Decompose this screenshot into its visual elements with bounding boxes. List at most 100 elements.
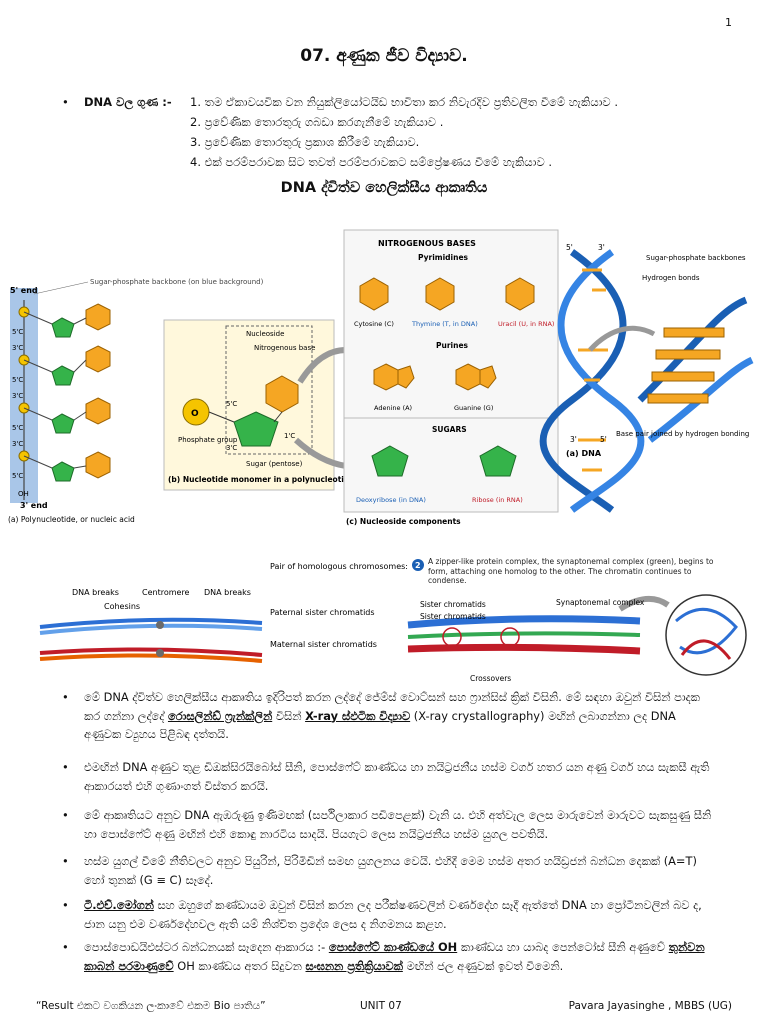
phosphate-oh-term: පොස්ෆේට් කාණ්ඩයේ OH: [328, 940, 458, 954]
caption-b: (b) Nucleotide monomer in a polynucleoti…: [168, 475, 354, 484]
paragraph-ladder: • මේ ආකෘතියට අනුව DNA ඇඹරුණු ඉණිමඟක් (සර…: [62, 808, 712, 841]
hydrogen-bonds-label: Hydrogen bonds: [642, 274, 700, 282]
property-item: 1. තම ඒකාවයවික වන නියුක්ලියෝටයිඩ භාවිතා …: [190, 95, 618, 109]
svg-text:SUGARS: SUGARS: [432, 425, 467, 434]
five-end-label: 5' end: [10, 286, 38, 295]
svg-text:5'C: 5'C: [12, 472, 23, 480]
uracil-ring-icon: [505, 277, 535, 311]
sister-chromatids-label: Sister chromatids: [420, 612, 486, 621]
svg-text:Guanine (G): Guanine (G): [454, 404, 493, 412]
crossover-icon: [500, 627, 520, 647]
paternal-label: Paternal sister chromatids: [270, 608, 375, 617]
svg-text:NITROGENOUS BASES: NITROGENOUS BASES: [378, 239, 476, 248]
dna-properties: • DNA වල ගුණ :- 1. තම ඒකාවයවික වන නියුක්…: [62, 92, 742, 174]
maternal-label: Maternal sister chromatids: [270, 640, 377, 649]
paragraph-morgan: • ටී.එච්.මෝගන් සහ ඔහුගේ කණ්ඩායම ඔවුන් වි…: [62, 898, 702, 931]
sister-chromatids-label: Sister chromatids: [420, 600, 486, 609]
page-title: 07. අණුක ජීව විද්‍යාව.: [300, 46, 468, 66]
svg-text:Pyrimidines: Pyrimidines: [418, 253, 469, 262]
page-number: 1: [725, 16, 732, 29]
property-item: 3. ප්‍රවේණික තොරතුරු ප්‍රකාශ කිරීමේ හැකි…: [190, 135, 420, 149]
pentose-sugar-icon: [233, 411, 279, 447]
sugar-pentagon-icon: [51, 413, 75, 434]
chromatids-illustration: [39, 617, 263, 663]
svg-text:Ribose (in RNA): Ribose (in RNA): [472, 496, 523, 504]
properties-list: 1. තම ඒකාවයවික වන නියුක්ලියෝටයිඩ භාවිතා …: [190, 92, 618, 172]
backbone-label: Sugar-phosphate backbone (on blue backgr…: [90, 278, 264, 286]
synaptonemal-label: Synaptonemal complex: [556, 598, 645, 607]
footer-tagline: “Result එකට වගකියන ලංකාවේ එකම Bio පාතිය”: [36, 1000, 266, 1012]
sugar-pentagon-icon: [51, 365, 75, 386]
base-pair-bar: [651, 371, 715, 382]
sugar-pentagon-icon: [51, 317, 75, 338]
svg-text:2: 2: [415, 561, 421, 570]
centromere-label: Centromere: [142, 588, 190, 597]
cohesins-label: Cohesins: [104, 602, 140, 611]
paragraph-molecules: • එමඟින් DNA අණුව තුළ ඩිඔක්සිරයිබෝස් සීන…: [62, 760, 710, 793]
base-hexagon-icon: [85, 345, 111, 373]
property-item: 4. එක් පරම්පරාවක සිට තවත් පරම්පරාවකට සම්…: [190, 155, 553, 169]
deoxyribose-icon: [371, 445, 409, 477]
adenine-ring-icon: [373, 363, 399, 391]
svg-text:5'C: 5'C: [12, 376, 23, 384]
svg-text:Uracil (U, in RNA): Uracil (U, in RNA): [498, 320, 554, 328]
thymine-ring-icon: [425, 277, 455, 311]
properties-label: DNA වල ගුණ :-: [84, 95, 172, 109]
arrow-to-bases-icon: [297, 347, 347, 384]
crossover-icon: [442, 627, 462, 647]
caption-dna: (a) DNA: [566, 449, 602, 458]
svg-text:Thymine (T, in DNA): Thymine (T, in DNA): [411, 320, 478, 328]
base-pair-label: Base pair joined by hydrogen bonding: [616, 430, 749, 438]
guanine-ring-icon: [455, 363, 481, 391]
dna-breaks-label: DNA breaks: [72, 588, 119, 597]
svg-text:5'C: 5'C: [226, 400, 237, 408]
bullet: •: [62, 95, 69, 109]
svg-text:Phosphate group: Phosphate group: [178, 436, 238, 444]
double-helix-illustration: [539, 249, 754, 513]
condensation-term: සංඝනන ප්‍රතික්‍රියාවක්: [305, 958, 403, 973]
footer-author: Pavara Jayasinghe , MBBS (UG): [568, 1000, 732, 1012]
backbones-label: Sugar-phosphate backbones: [646, 254, 746, 262]
paragraph-phosphodiester: • පොස්පොඩයිඑස්ටර බන්ධනයක් සෑදෙන ආකාරය :-…: [62, 940, 705, 973]
nucleoside-bracket: [225, 325, 313, 455]
base-hexagon-icon: [85, 451, 111, 479]
crossovers-label: Crossovers: [470, 674, 511, 683]
base-hexagon-icon: [85, 397, 111, 425]
homologous-chromosomes-figure: Pair of homologous chromosomes: DNA brea…: [39, 557, 747, 683]
svg-text:Nucleoside: Nucleoside: [246, 330, 284, 338]
svg-text:5': 5': [600, 435, 607, 444]
svg-text:Deoxyribose (in DNA): Deoxyribose (in DNA): [356, 496, 426, 504]
svg-text:1'C: 1'C: [284, 432, 295, 440]
svg-text:Cytosine (C): Cytosine (C): [354, 320, 394, 328]
svg-text:3'C: 3'C: [12, 440, 23, 448]
base-pair-bar: [647, 393, 709, 404]
step-description: A zipper-like protein complex, the synap…: [428, 557, 714, 585]
caption-c: (c) Nucleoside components: [346, 517, 461, 526]
svg-text:Purines: Purines: [436, 341, 469, 350]
paragraph-watson-crick: • මේ DNA ද්විත්ව හෙලික්සීය ආකෘතිය ඉදිරිප…: [62, 690, 700, 741]
svg-text:3'C: 3'C: [12, 392, 23, 400]
zoom-arrow-icon: [588, 325, 656, 352]
svg-text:5'C: 5'C: [12, 424, 23, 432]
three-end-label: 3' end: [20, 501, 48, 510]
svg-text:5'C: 5'C: [12, 328, 23, 336]
base-pair-bar: [663, 327, 725, 338]
section-heading: DNA ද්විත්ව හෙලික්සීය ආකෘතිය: [280, 180, 488, 196]
synaptonemal-illustration: [407, 594, 747, 676]
svg-text:3'C: 3'C: [12, 344, 23, 352]
footer-unit: UNIT 07: [360, 1000, 402, 1012]
svg-text:Sugar (pentose): Sugar (pentose): [246, 460, 303, 468]
zoom-arrow-icon: [618, 596, 670, 612]
svg-text:3'C: 3'C: [226, 444, 237, 452]
svg-text:OH: OH: [18, 490, 29, 498]
morgan-term: ටී.එච්.මෝගන්: [84, 898, 154, 912]
step-number-badge: [412, 559, 424, 571]
svg-text:O: O: [191, 409, 199, 419]
pair-label: Pair of homologous chromosomes:: [270, 562, 408, 571]
third-carbon-term: තුන්වන කාබන් පරමාණුවේ: [84, 940, 705, 973]
caption-a: (a) Polynucleotide, or nucleic acid: [8, 515, 135, 524]
cytosine-ring-icon: [359, 277, 389, 311]
svg-text:3': 3': [570, 435, 577, 444]
sugar-pentagon-icon: [51, 461, 75, 482]
property-item: 2. ප්‍රවේණික තොරතුරු ගබඩා කරගැනීමේ හැකිය…: [190, 115, 444, 129]
